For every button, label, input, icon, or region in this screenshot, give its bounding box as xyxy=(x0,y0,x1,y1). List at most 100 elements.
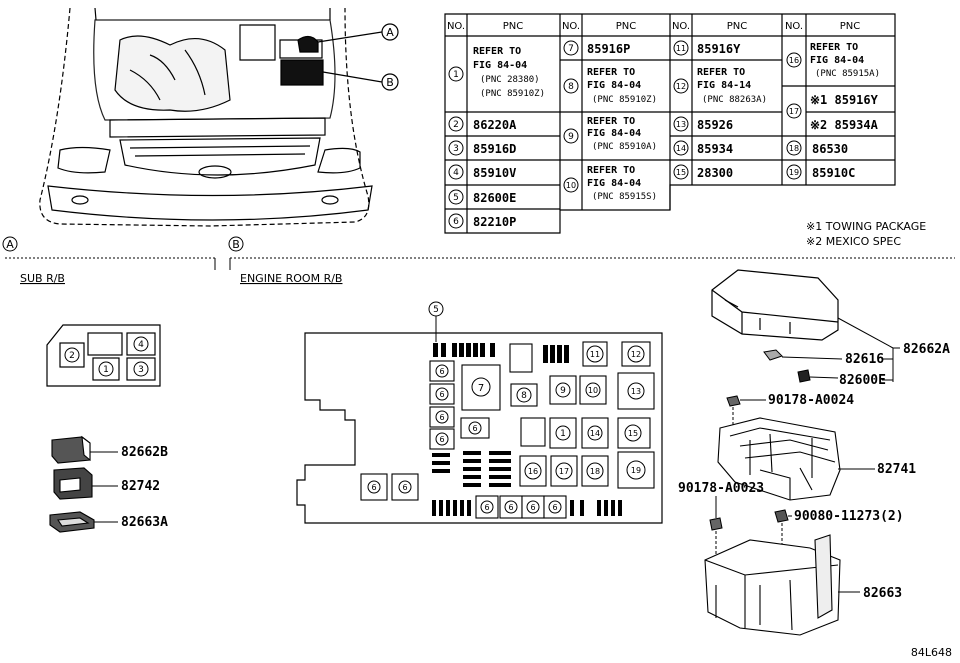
svg-text:6: 6 xyxy=(508,503,513,512)
svg-text:(PNC 85915A): (PNC 85915A) xyxy=(815,69,880,79)
engine-rb-title: ENGINE ROOM R/B xyxy=(240,272,342,285)
svg-text:85934: 85934 xyxy=(697,142,733,156)
svg-text:A: A xyxy=(386,26,394,39)
label-90178-A0024: 90178-A0024 xyxy=(768,393,854,408)
svg-text:6: 6 xyxy=(453,217,459,227)
part-82600E-drawing xyxy=(797,369,839,383)
svg-text:NO.: NO. xyxy=(562,21,580,32)
svg-text:FIG 84-04: FIG 84-04 xyxy=(587,80,641,91)
table-header: NO. PNC NO. PNC NO. PNC NO. PNC xyxy=(447,21,860,32)
label-82663: 82663 xyxy=(863,586,902,601)
svg-text:REFER TO: REFER TO xyxy=(587,116,635,127)
svg-text:B: B xyxy=(386,76,394,89)
svg-text:6: 6 xyxy=(439,367,444,376)
svg-text:PNC: PNC xyxy=(616,21,637,32)
svg-text:13: 13 xyxy=(631,387,641,396)
svg-text:14: 14 xyxy=(676,144,686,153)
callout-a: A xyxy=(381,23,399,41)
svg-text:※2 85934A: ※2 85934A xyxy=(810,118,879,132)
svg-text:FIG 84-04: FIG 84-04 xyxy=(587,128,641,139)
svg-text:FIG 84-04: FIG 84-04 xyxy=(810,55,864,66)
part-82662B-drawing xyxy=(51,435,118,464)
svg-text:10: 10 xyxy=(588,386,598,395)
engine-rb-circles xyxy=(367,301,646,514)
svg-text:85926: 85926 xyxy=(697,118,733,132)
svg-text:A: A xyxy=(6,238,14,251)
svg-text:13: 13 xyxy=(676,120,686,129)
svg-text:NO.: NO. xyxy=(672,21,690,32)
svg-text:5: 5 xyxy=(433,305,439,315)
svg-text:B: B xyxy=(232,238,240,251)
label-82662B: 82662B xyxy=(121,445,168,460)
sub-rb-numbers: 2 4 1 3 xyxy=(69,340,144,375)
figure-id: 84L648 xyxy=(911,646,952,659)
svg-text:15: 15 xyxy=(628,429,638,438)
svg-text:6: 6 xyxy=(472,424,477,433)
table-number-labels: 1 2 3 4 5 6 7 8 9 10 11 12 13 14 15 16 1… xyxy=(453,44,799,227)
svg-text:6: 6 xyxy=(371,483,376,492)
svg-text:7: 7 xyxy=(478,383,484,394)
svg-text:85910V: 85910V xyxy=(473,166,516,180)
svg-text:85910C: 85910C xyxy=(812,166,855,180)
part-90178-A0024-drawing xyxy=(726,395,766,428)
label-90080: 90080-11273(2) xyxy=(794,509,904,524)
section-callout-b: B xyxy=(228,236,244,252)
svg-text:※1 85916Y: ※1 85916Y xyxy=(810,93,879,107)
svg-text:6: 6 xyxy=(439,435,444,444)
part-82741-drawing xyxy=(717,417,841,501)
engine-rb-outline xyxy=(296,332,663,524)
svg-text:19: 19 xyxy=(789,168,799,177)
svg-text:1: 1 xyxy=(453,70,459,80)
svg-text:2: 2 xyxy=(69,351,75,361)
label-82600E: 82600E xyxy=(839,373,886,388)
svg-text:2: 2 xyxy=(453,120,459,130)
svg-text:6: 6 xyxy=(402,483,407,492)
svg-text:NO.: NO. xyxy=(785,21,803,32)
svg-text:19: 19 xyxy=(631,466,641,475)
svg-text:85916P: 85916P xyxy=(587,42,630,56)
svg-text:※2 MEXICO SPEC: ※2 MEXICO SPEC xyxy=(806,235,901,248)
svg-text:(PNC 28380): (PNC 28380) xyxy=(480,75,540,85)
svg-text:85916D: 85916D xyxy=(473,142,516,156)
label-82741: 82741 xyxy=(877,462,916,477)
svg-text:3: 3 xyxy=(138,365,144,375)
svg-text:86220A: 86220A xyxy=(473,118,517,132)
part-82663A-drawing xyxy=(49,511,118,533)
leader-82662A xyxy=(837,317,894,349)
sub-rb-layout xyxy=(46,324,161,387)
svg-text:14: 14 xyxy=(590,429,600,438)
svg-text:4: 4 xyxy=(138,340,144,350)
svg-text:REFER TO: REFER TO xyxy=(587,67,635,78)
svg-text:18: 18 xyxy=(590,467,600,476)
svg-text:82210P: 82210P xyxy=(473,215,516,229)
svg-text:4: 4 xyxy=(453,168,459,178)
svg-text:11: 11 xyxy=(676,44,686,53)
svg-text:FIG 84-04: FIG 84-04 xyxy=(587,178,641,189)
svg-text:REFER TO: REFER TO xyxy=(587,165,635,176)
part-82663-drawing xyxy=(704,534,841,636)
vehicle-illustration xyxy=(39,7,383,227)
pnc-table xyxy=(444,13,896,234)
footnotes: ※1 TOWING PACKAGE ※2 MEXICO SPEC xyxy=(806,220,926,248)
svg-text:9: 9 xyxy=(568,132,574,142)
table-number-circles xyxy=(448,40,802,229)
svg-text:(PNC 85910Z): (PNC 85910Z) xyxy=(480,89,545,99)
svg-text:6: 6 xyxy=(439,390,444,399)
svg-text:6: 6 xyxy=(552,503,557,512)
engine-rb-blade-fuses xyxy=(432,343,622,516)
svg-text:82600E: 82600E xyxy=(473,191,516,205)
svg-text:17: 17 xyxy=(559,467,569,476)
engine-rb-numbers: 5 11 12 7 8 9 10 13 1 14 15 16 17 18 19 … xyxy=(371,305,641,512)
svg-text:FIG 84-14: FIG 84-14 xyxy=(697,80,751,91)
svg-text:16: 16 xyxy=(528,467,538,476)
svg-text:PNC: PNC xyxy=(727,21,748,32)
svg-text:※1 TOWING PACKAGE: ※1 TOWING PACKAGE xyxy=(806,220,926,233)
section-callout-a: A xyxy=(2,236,18,252)
sub-rb-circles xyxy=(64,336,149,377)
svg-text:6: 6 xyxy=(439,413,444,422)
svg-text:REFER TO: REFER TO xyxy=(810,42,858,53)
svg-text:8: 8 xyxy=(521,391,527,401)
svg-text:6: 6 xyxy=(484,503,489,512)
svg-text:11: 11 xyxy=(590,350,600,359)
label-82663A: 82663A xyxy=(121,515,168,530)
